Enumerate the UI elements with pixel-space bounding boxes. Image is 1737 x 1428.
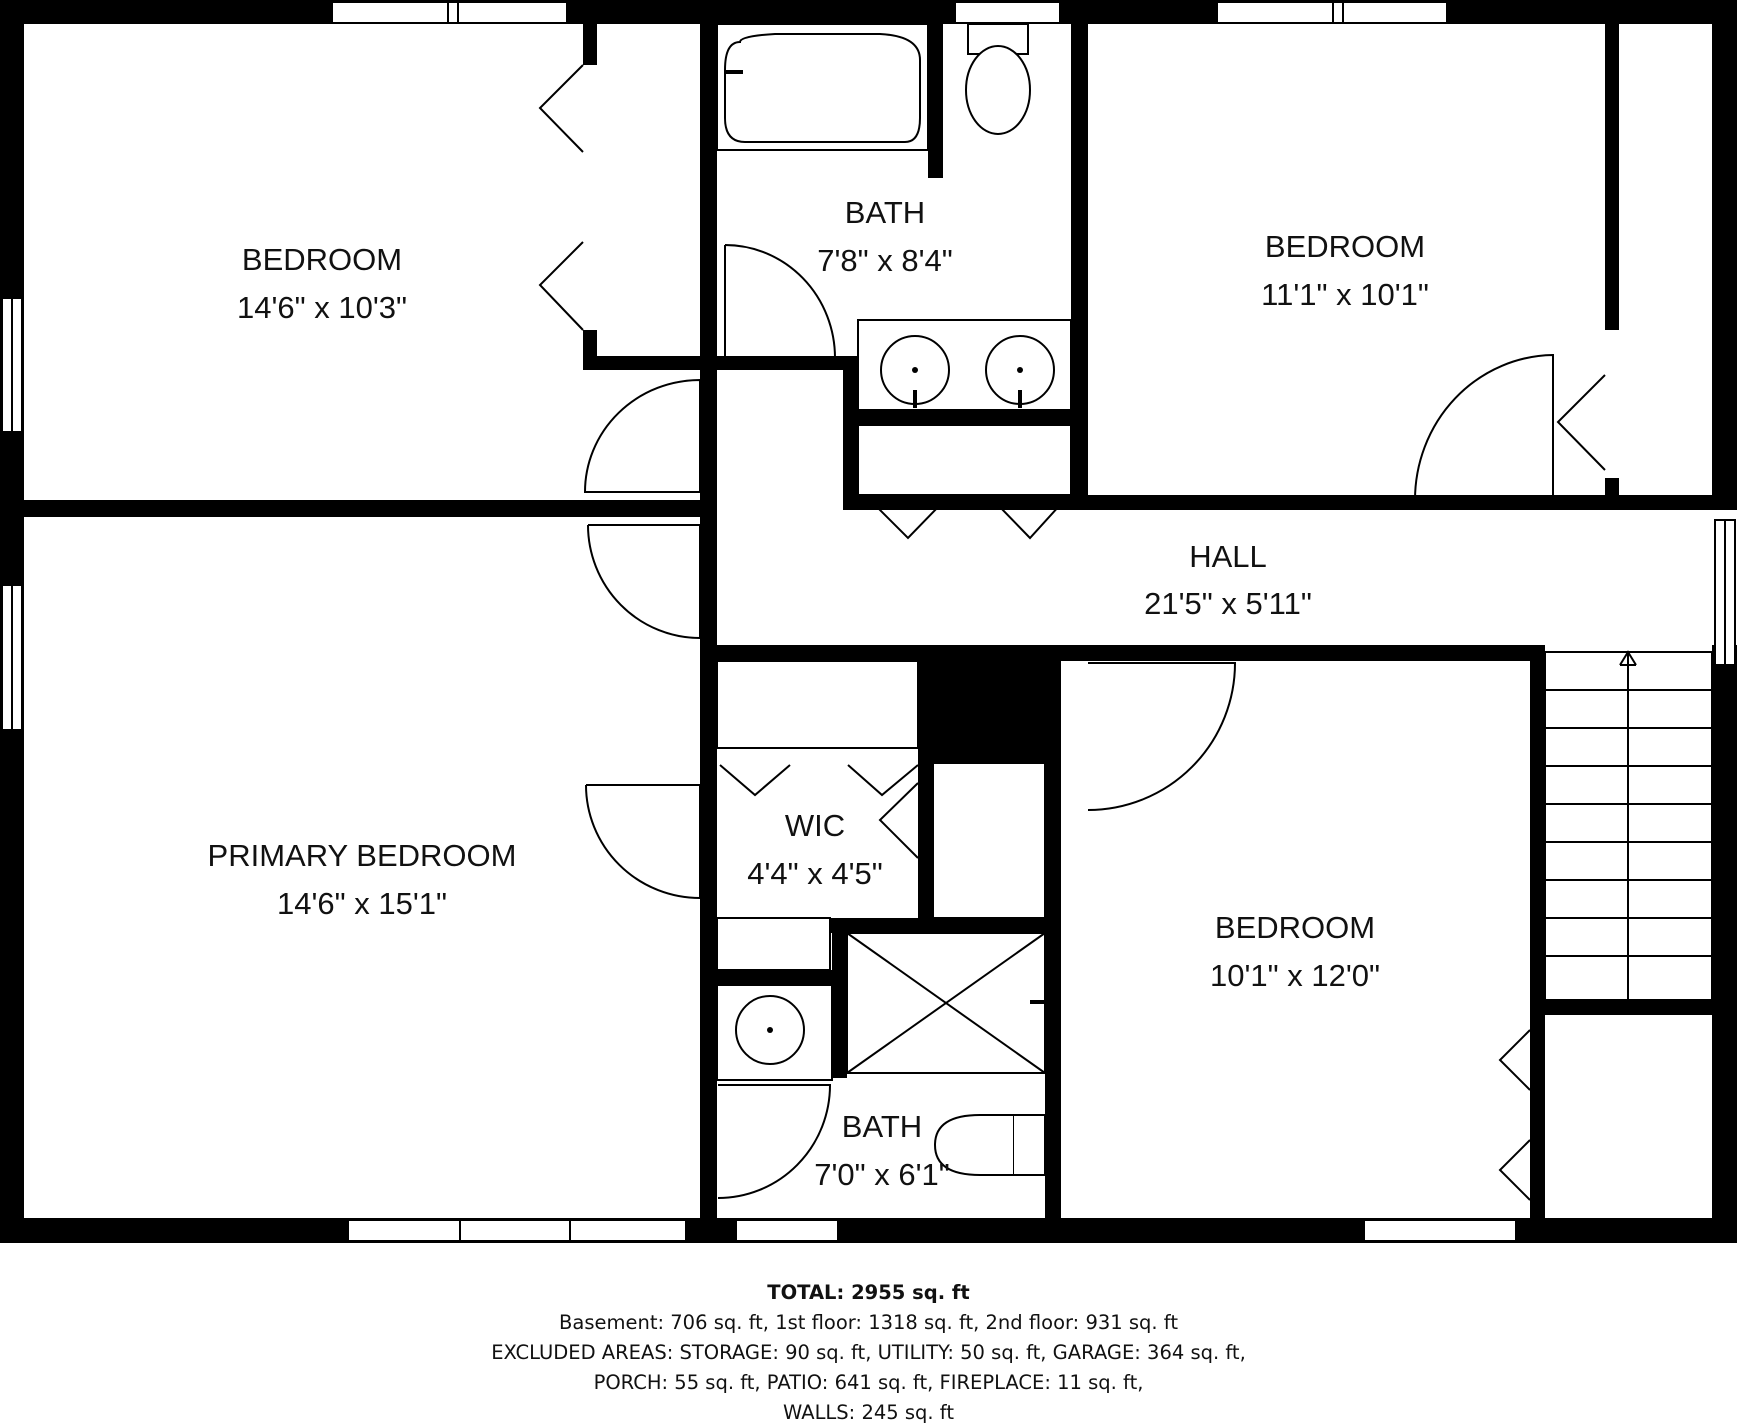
wic-shelf-side [932, 762, 1046, 919]
wall-exterior-east-upper [1712, 0, 1737, 510]
wall-closet-block [918, 645, 1060, 763]
door-bedroom-ne [1395, 355, 1415, 500]
closet-door-se-b [1498, 1139, 1531, 1201]
room-dims-bath-upper: 7'8" x 8'4" [817, 243, 953, 278]
door-bedroom-nw [583, 379, 701, 493]
room-name-hall: HALL [1189, 539, 1267, 574]
linen-closet [857, 424, 1072, 496]
floor-plan: BEDROOM 14'6" x 10'3" BATH 7'8" x 8'4" B… [0, 0, 1737, 1243]
door-primary-a [588, 525, 700, 638]
wall-hall-north [843, 495, 1737, 510]
closet-door-hall-b [997, 504, 1061, 540]
stair-up-arrow-icon [1619, 650, 1637, 666]
wall-stair-south [1530, 1000, 1737, 1015]
door-primary-a-arc [587, 524, 701, 640]
closet-door-ne [1556, 374, 1606, 471]
window-south-2 [735, 1219, 839, 1242]
room-dims-bedroom-ne: 11'1" x 10'1" [1261, 277, 1429, 312]
wall-toilet-partition [928, 0, 943, 178]
closet-door-wic-b [847, 764, 919, 797]
room-name-bedroom-nw: BEDROOM [242, 242, 402, 277]
wall-closet-nw-south [583, 356, 715, 370]
wall-exterior-north [0, 0, 1737, 24]
wall-stair-west [1530, 645, 1545, 1243]
wall-bath-lower-east [1045, 918, 1061, 1243]
excluded-areas-line-2: PORCH: 55 sq. ft, PATIO: 641 sq. ft, FIR… [593, 1371, 1144, 1394]
closet-door-se-a [1498, 1029, 1531, 1091]
room-dims-bath-lower: 7'0" x 6'1" [814, 1157, 950, 1192]
bathtub-basin [724, 33, 921, 143]
wall-primary-east [700, 0, 717, 1243]
window-north-1 [331, 1, 568, 24]
room-dims-bedroom-se: 10'1" x 12'0" [1210, 958, 1380, 993]
room-name-bedroom-ne: BEDROOM [1265, 229, 1425, 264]
wall-closet-nw [583, 0, 597, 65]
door-bath-lower [717, 1084, 832, 1199]
wall-bath-upper-south [717, 356, 843, 370]
window-south-1 [347, 1219, 687, 1242]
wall-vanity-west [843, 356, 858, 510]
total-area: TOTAL: 2955 sq. ft [767, 1281, 970, 1304]
wall-vanity-lower-north [715, 970, 832, 985]
door-bath-upper [724, 244, 837, 359]
wic-shelf-lower [716, 917, 831, 971]
toilet-bowl-upper [965, 45, 1031, 135]
closet-door-nw-upper [538, 64, 584, 153]
door-primary-b-arc [585, 784, 701, 900]
closet-door-hall-a [874, 504, 941, 540]
room-name-wic: WIC [785, 808, 845, 843]
wall-vanity-south [843, 410, 1088, 425]
room-dims-bedroom-nw: 14'6" x 10'3" [237, 290, 407, 325]
wall-closet-ne [1605, 0, 1619, 330]
wic-shelf-upper [716, 660, 919, 749]
window-north-2 [954, 1, 1061, 24]
wall-exterior-east-lower [1712, 645, 1737, 1243]
room-name-bath-upper: BATH [845, 195, 925, 230]
toilet-bowl-lower [933, 1114, 1013, 1176]
area-summary: TOTAL: 2955 sq. ft Basement: 706 sq. ft,… [0, 1278, 1737, 1428]
closet-door-nw-lower [538, 241, 584, 331]
room-dims-primary-bedroom: 14'6" x 15'1" [277, 886, 447, 921]
floor-areas: Basement: 706 sq. ft, 1st floor: 1318 sq… [559, 1311, 1178, 1334]
excluded-areas-line-1: EXCLUDED AREAS: STORAGE: 90 sq. ft, UTIL… [491, 1341, 1246, 1364]
excluded-areas-line-3: WALLS: 245 sq. ft [783, 1401, 954, 1424]
wall-hall-south [715, 645, 1545, 661]
room-name-primary-bedroom: PRIMARY BEDROOM [208, 838, 517, 873]
window-south-3 [1363, 1219, 1517, 1242]
closet-door-wic-side [878, 782, 919, 859]
door-bedroom-ne-arc [1414, 353, 1554, 501]
wall-wic-east [918, 763, 933, 918]
toilet-tank-lower [1012, 1114, 1046, 1176]
closet-door-wic-a [719, 764, 791, 797]
wall-shower-west [832, 918, 847, 1078]
room-dims-wic: 4'4" x 4'5" [747, 856, 883, 891]
door-bedroom-se-arc [1087, 662, 1237, 811]
wall-bedroom-divider [0, 500, 715, 517]
wall-bath-east [1071, 0, 1088, 500]
room-name-bath-lower: BATH [842, 1109, 922, 1144]
room-dims-hall: 21'5" x 5'11" [1144, 586, 1312, 621]
wall-closet-ne-stub [1605, 478, 1619, 510]
room-name-bedroom-se: BEDROOM [1215, 910, 1375, 945]
